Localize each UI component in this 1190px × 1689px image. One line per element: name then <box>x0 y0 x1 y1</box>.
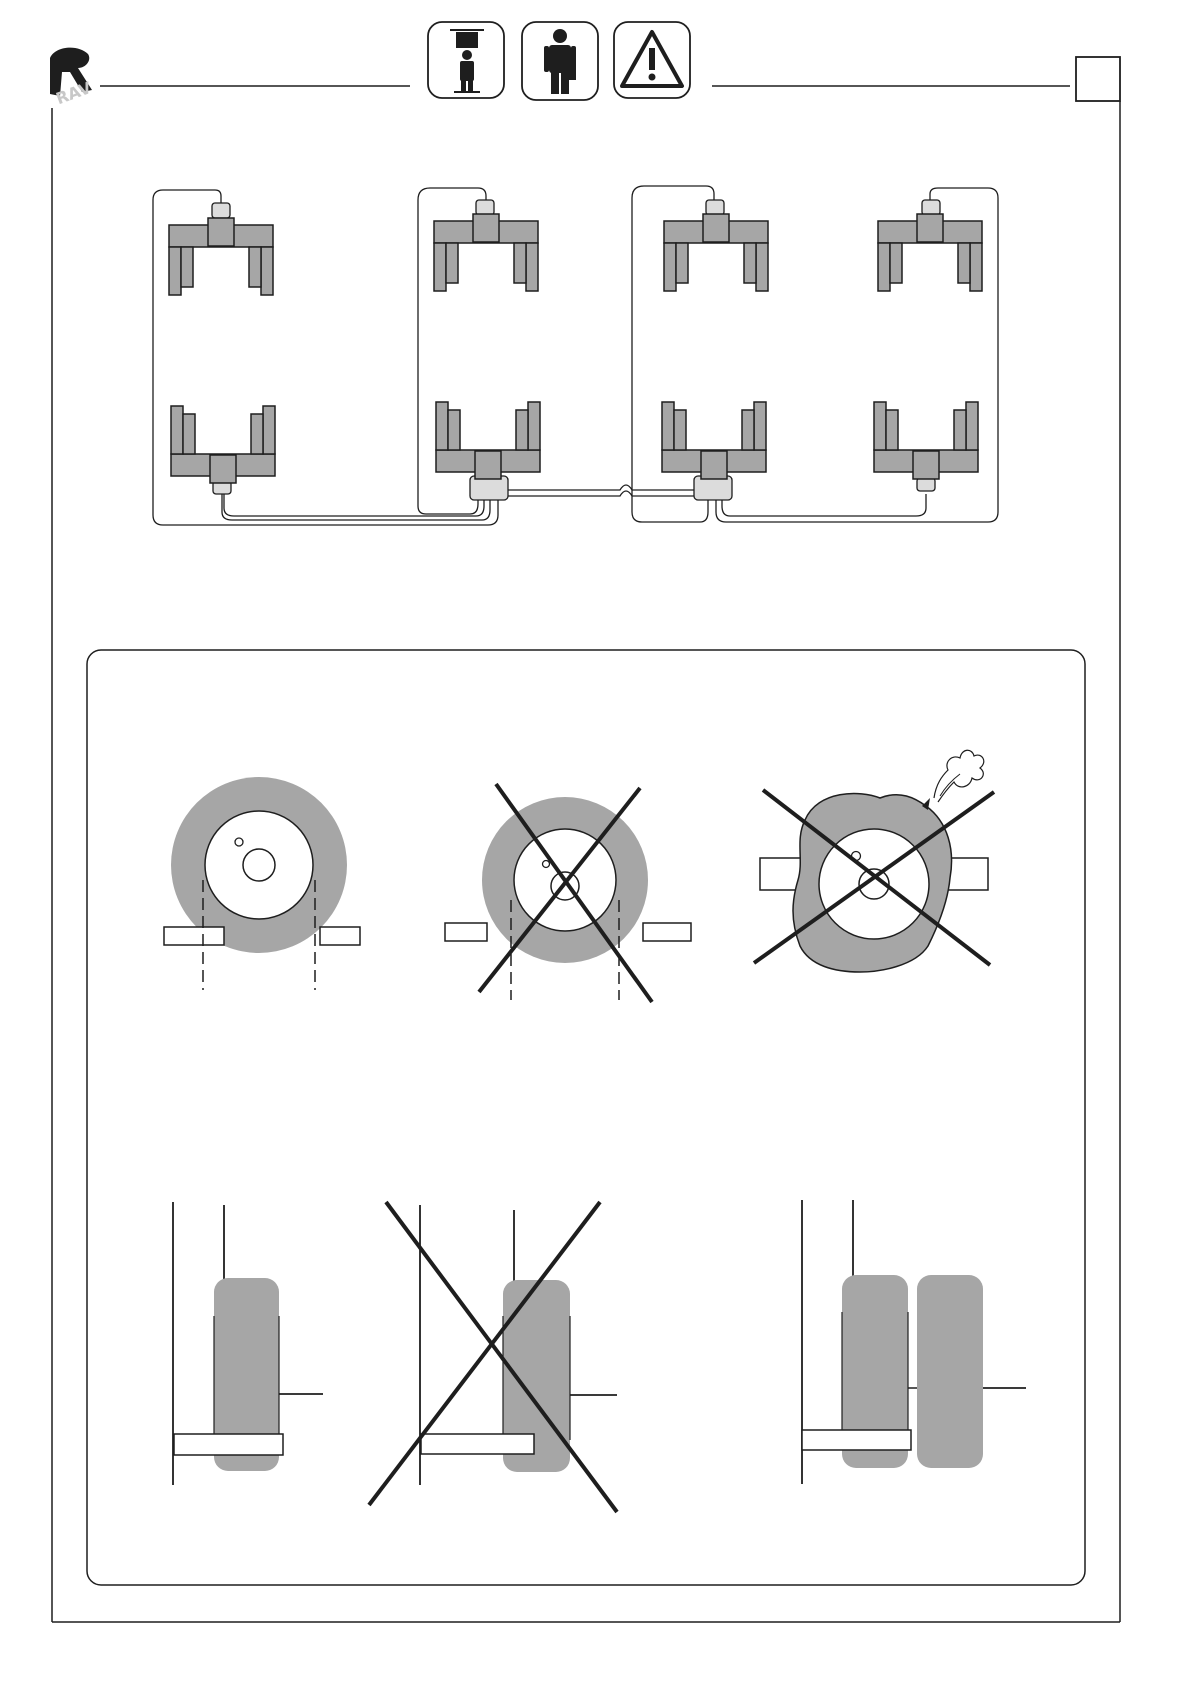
side-view-correct-1 <box>173 1202 323 1485</box>
lift-columns-figure <box>153 186 998 525</box>
warning-icon <box>614 22 690 98</box>
brand-logo: RAV <box>50 48 94 109</box>
side-view-correct-2 <box>802 1200 1026 1484</box>
side-view-incorrect <box>369 1202 617 1512</box>
page-number-box <box>1076 57 1120 101</box>
wheel-view-incorrect-1 <box>445 784 691 1002</box>
wheel-view-correct <box>164 777 360 990</box>
operator-icon <box>522 22 598 100</box>
lift-operator-icon <box>428 22 504 98</box>
wheel-view-incorrect-2 <box>754 750 994 972</box>
